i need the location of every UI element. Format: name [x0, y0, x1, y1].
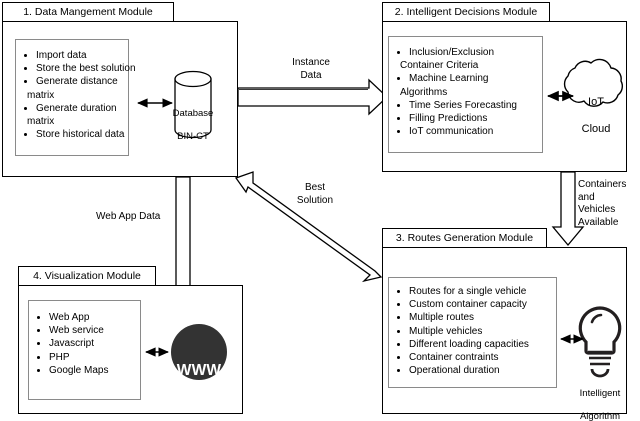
list-item: Javascript [49, 337, 136, 350]
list-item: Web service [49, 324, 136, 337]
flow-label-best-solution: Best Solution [296, 182, 334, 206]
module-2-feature-items: Inclusion/Exclusion Container Criteria M… [389, 46, 542, 138]
list-item-cont: Algorithms [400, 86, 448, 98]
flow-instance-data-arrow [237, 78, 388, 116]
iot-cloud-label-line2: Cloud [581, 122, 611, 135]
www-label: WWW [175, 344, 223, 380]
www-label-text: WWW [176, 362, 222, 379]
module-4-feature-list: Web App Web service Javascript PHP Googl… [28, 300, 141, 400]
list-item: Time Series Forecasting [409, 99, 538, 112]
module-1-feature-list: Import data Store the best solution Gene… [15, 39, 136, 156]
list-item-cont: matrix [27, 116, 55, 128]
module-3-feature-items: Routes for a single vehicle Custom conta… [389, 285, 556, 377]
module-tab-label: 2. Intelligent Decisions Module [394, 6, 538, 18]
list-item: IoT communication [409, 125, 538, 138]
list-item: Container contraints [409, 351, 552, 364]
module-tab-data-management: 1. Data Mangement Module [2, 2, 174, 22]
module-1-feature-items: Import data Store the best solution Gene… [16, 49, 136, 141]
list-item: Inclusion/Exclusion [409, 46, 538, 59]
list-item: Google Maps [49, 364, 136, 377]
list-item: Custom container capacity [409, 298, 552, 311]
module-tab-intelligent-decisions: 2. Intelligent Decisions Module [382, 2, 550, 22]
list-item: Multiple vehicles [409, 325, 552, 338]
module-tab-label: 1. Data Mangement Module [23, 6, 153, 18]
list-item: Multiple routes [409, 311, 552, 324]
database-label: Database BIN-CT [168, 96, 218, 154]
list-item: Routes for a single vehicle [409, 285, 552, 298]
list-item: Import data [36, 49, 124, 62]
iot-cloud-label: IoT Cloud [572, 82, 620, 150]
list-item: Store the best solution [36, 62, 136, 75]
list-item: Operational duration [409, 364, 552, 377]
module-4-feature-items: Web App Web service Javascript PHP Googl… [29, 311, 140, 377]
list-item-cont: Container Criteria [400, 60, 479, 72]
flow-label-containers-vehicles: Containers and Vehicles Available [578, 179, 627, 228]
module-tab-routes-generation: 3. Routes Generation Module [382, 228, 547, 248]
iot-cloud-label-line1: IoT [588, 95, 604, 108]
list-item: Machine Learning [409, 72, 538, 85]
flow-best-solution-arrow [234, 171, 383, 283]
list-item: PHP [49, 351, 136, 364]
list-item: Filling Predictions [409, 112, 538, 125]
module-3-feature-list: Routes for a single vehicle Custom conta… [388, 277, 557, 388]
list-item: Web App [49, 311, 136, 324]
lightbulb-caption: Intelligent Algorithm [566, 376, 634, 421]
module-tab-label: 3. Routes Generation Module [395, 232, 534, 244]
list-item: Store historical data [36, 128, 124, 141]
list-item-cont: matrix [27, 89, 55, 101]
lightbulb-caption-line1: Intelligent [579, 387, 621, 399]
database-label-line2: BIN-CT [177, 130, 209, 142]
module-2-feature-list: Inclusion/Exclusion Container Criteria M… [388, 36, 543, 153]
lightbulb-caption-line2: Algorithm [579, 410, 621, 421]
list-item: Generate duration [36, 102, 124, 115]
flow-containers-vehicles-arrow [551, 171, 585, 247]
flow-label-web-app-data: Web App Data [96, 211, 161, 222]
module-tab-label: 4. Visualization Module [33, 270, 141, 282]
flow-label-instance-data: Instance Data [292, 57, 330, 81]
list-item: Different loading capacities [409, 338, 552, 351]
database-label-line1: Database [172, 107, 214, 119]
list-item: Generate distance [36, 75, 124, 88]
module-tab-visualization: 4. Visualization Module [18, 266, 156, 286]
